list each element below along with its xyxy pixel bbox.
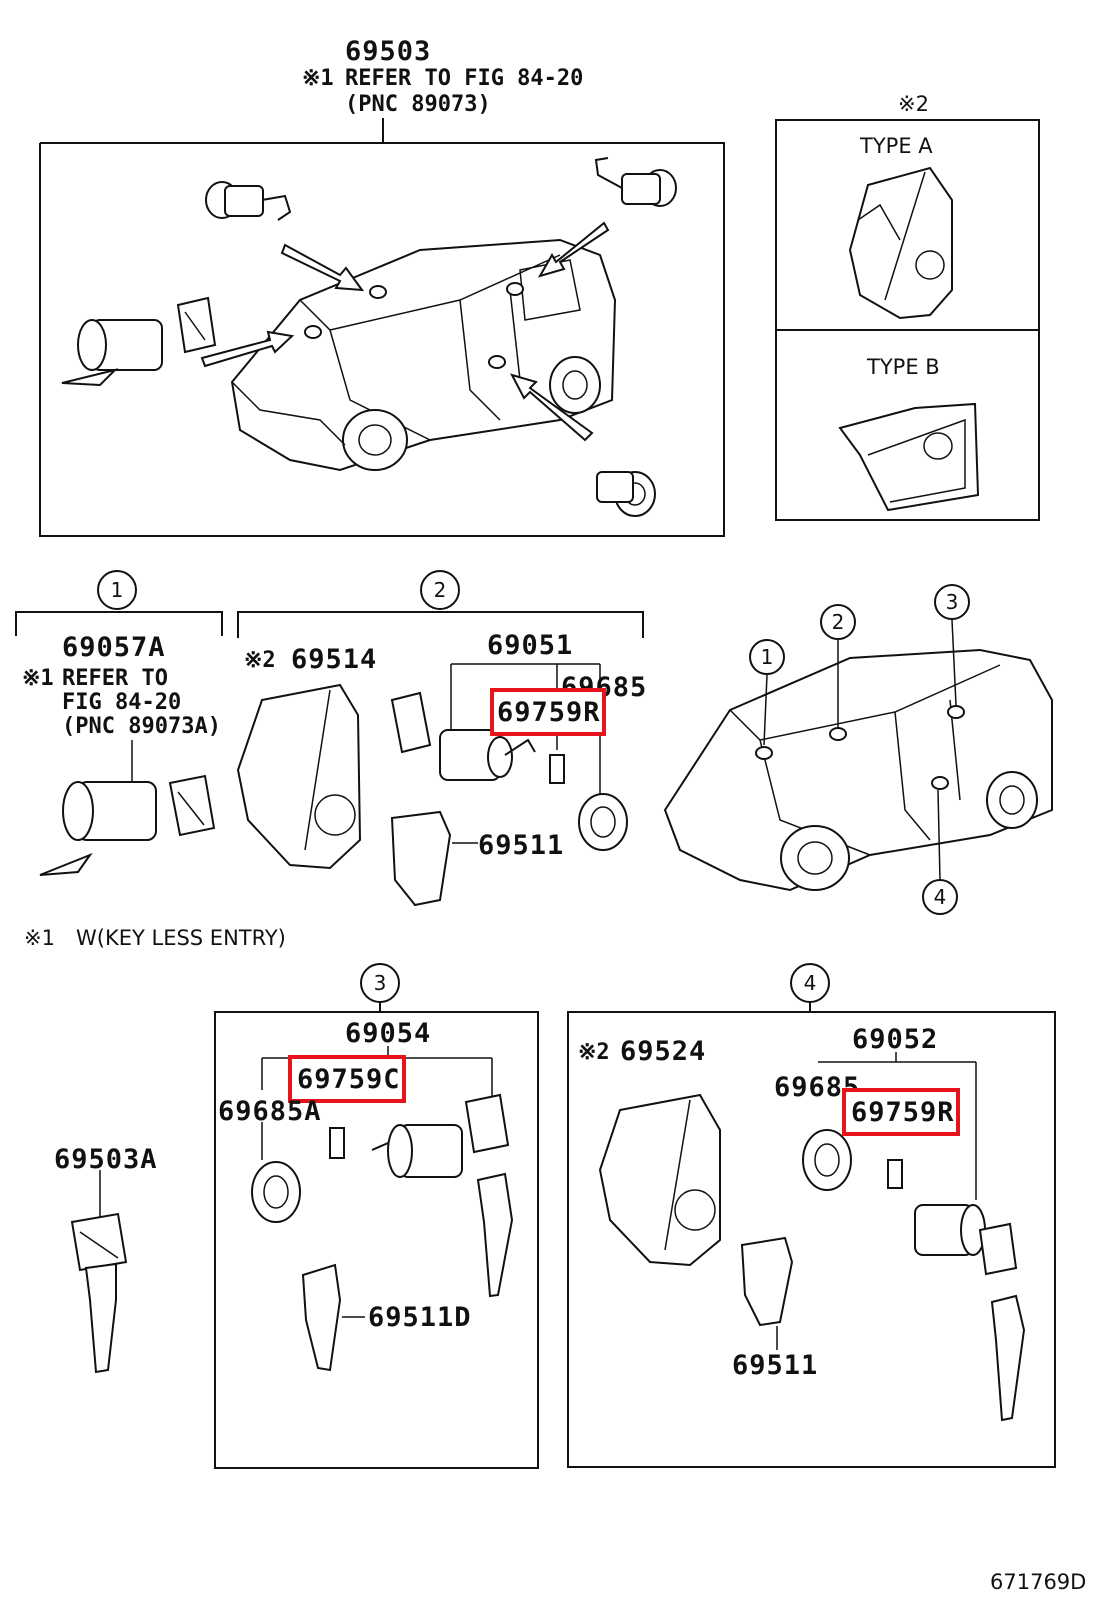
- part-69759c: 69759C: [297, 1064, 401, 1095]
- top-part-number: 69503: [345, 36, 432, 67]
- top-vehicle-drawing: [61, 157, 677, 517]
- callout-3-number: 3: [374, 971, 387, 995]
- car-callout-4: 4: [934, 885, 947, 909]
- figure-code: 671769D: [990, 1570, 1087, 1594]
- callout-2-number: 2: [434, 578, 447, 602]
- s1-refer-line1: REFER TO: [62, 666, 168, 691]
- top-frame: [39, 118, 725, 537]
- part-69503a: 69503A: [54, 1144, 158, 1175]
- part-69052: 69052: [852, 1024, 939, 1055]
- part-69057a: 69057A: [62, 632, 166, 663]
- type-b-label: TYPE B: [867, 355, 940, 379]
- s1-refer-mark: ※1: [22, 666, 54, 691]
- highlight-69759r-s4: [842, 1088, 960, 1136]
- top-refer-line: REFER TO FIG 84-20: [345, 66, 584, 91]
- part-69759r-s4: 69759R: [851, 1097, 955, 1128]
- top-pnc: (PNC 89073): [345, 92, 491, 117]
- part-69511d: 69511D: [368, 1302, 472, 1333]
- car-callout-1: 1: [761, 645, 774, 669]
- type-mark: ※2: [898, 92, 929, 116]
- highlight-69759c: [288, 1055, 406, 1103]
- type-a-label: TYPE A: [860, 134, 933, 158]
- section3-art: 3: [214, 963, 539, 1469]
- part-69524: 69524: [620, 1036, 707, 1067]
- part-69514: 69514: [291, 644, 378, 675]
- s1-refer-line2: FIG 84-20: [62, 690, 182, 715]
- s4-mark: ※2: [578, 1040, 610, 1065]
- footnote-text: W(KEY LESS ENTRY): [76, 926, 286, 950]
- section1-art: 1: [15, 570, 223, 876]
- part-69051: 69051: [487, 630, 574, 661]
- footnote-mark: ※1: [24, 926, 55, 950]
- section4-art: 4: [567, 963, 1056, 1468]
- s2-mark: ※2: [244, 648, 276, 673]
- top-refer-mark: ※1: [302, 66, 334, 91]
- part-69054: 69054: [345, 1018, 432, 1049]
- callout-4-number: 4: [804, 971, 817, 995]
- right-vehicle-drawing: 1 2 3 4: [663, 584, 1053, 915]
- part-69511-s2: 69511: [478, 830, 565, 861]
- car-callout-3: 3: [946, 590, 959, 614]
- type-frame: [775, 119, 1040, 521]
- part-69685a: 69685A: [218, 1096, 322, 1127]
- s1-pnc: (PNC 89073A): [62, 714, 221, 739]
- section2-art: 2: [236, 570, 644, 907]
- part-69511-s4: 69511: [732, 1350, 819, 1381]
- part-69759r-s2: 69759R: [497, 697, 601, 728]
- callout-1-number: 1: [111, 578, 124, 602]
- highlight-69759r-s2: [490, 688, 606, 736]
- car-callout-2: 2: [832, 610, 845, 634]
- key-drawing: [70, 1170, 128, 1374]
